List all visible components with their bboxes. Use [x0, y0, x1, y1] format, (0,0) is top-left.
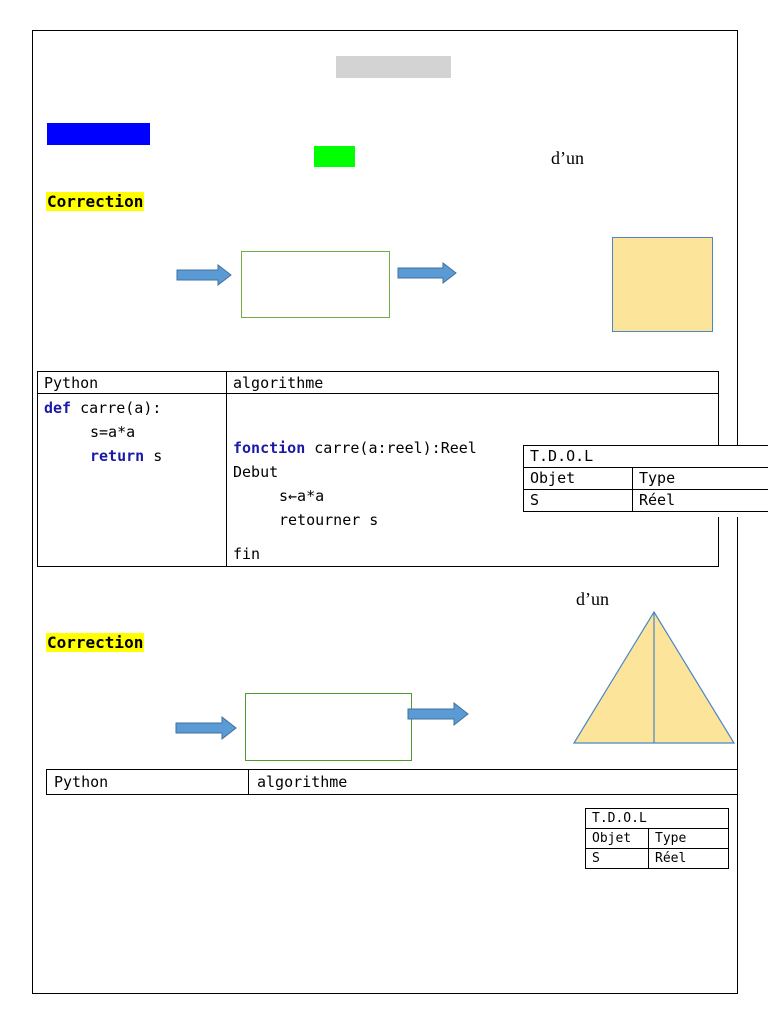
redacted-blue-block [47, 123, 150, 145]
python-code-cell: def carre(a): s=a*a return s [37, 393, 227, 567]
section1-tdol-table: T.D.O.L Objet Type S Réel [523, 445, 768, 512]
section2-correction-label: Correction [46, 633, 145, 652]
section2-code-table: Python algorithme [46, 769, 737, 795]
algo-line-assign: s←a*a [279, 487, 325, 505]
tdol-cell-objet: S [585, 848, 649, 869]
right-arrow-icon [175, 716, 237, 740]
right-arrow-icon [176, 264, 232, 286]
tdol-header-objet: Objet [585, 828, 649, 849]
input-output-box [241, 251, 390, 318]
tdol-header-type: Type [648, 828, 729, 849]
tdol-header-objet: Objet [523, 467, 633, 490]
algo-line-retourner: retourner s [279, 511, 379, 529]
algo-line-fin: fin [233, 545, 261, 563]
redacted-green-block [314, 146, 355, 167]
python-column-header: Python [37, 371, 227, 394]
section1-tdol-box: T.D.O.L Objet Type S Réel [523, 445, 768, 517]
right-arrow-icon [397, 262, 457, 284]
redacted-title-block [336, 56, 451, 78]
tdol-title: T.D.O.L [523, 445, 768, 468]
algorithme-column-header: algorithme [226, 371, 719, 394]
tdol-cell-type: Réel [632, 489, 768, 512]
input-output-box [245, 693, 412, 761]
algo-line-fonction: fonction carre(a:reel):Reel [233, 439, 477, 457]
square-shape-icon [612, 237, 713, 332]
algorithme-column-header: algorithme [248, 769, 737, 795]
tdol-header-type: Type [632, 467, 768, 490]
section1-code-table: Python algorithme def carre(a): s=a*a re… [37, 371, 719, 567]
triangle-shape-icon [572, 610, 736, 751]
tdol-cell-type: Réel [648, 848, 729, 869]
python-line-def: def carre(a): [44, 399, 162, 417]
section1-correction-label: Correction [46, 192, 145, 211]
algo-line-debut: Debut [233, 463, 279, 481]
tdol-cell-objet: S [523, 489, 633, 512]
section2-tdol-table: T.D.O.L Objet Type S Réel [585, 808, 729, 869]
python-line-return: return s [90, 447, 163, 465]
tdol-title: T.D.O.L [585, 808, 729, 829]
python-line-assign: s=a*a [90, 423, 136, 441]
python-column-header: Python [46, 769, 249, 795]
algorithme-code-cell: fonction carre(a:reel):Reel Debut s←a*a … [226, 393, 719, 567]
section1-partial-title: d’un [551, 148, 584, 168]
right-arrow-icon [407, 702, 469, 726]
section2-partial-title: d’un [576, 589, 609, 609]
